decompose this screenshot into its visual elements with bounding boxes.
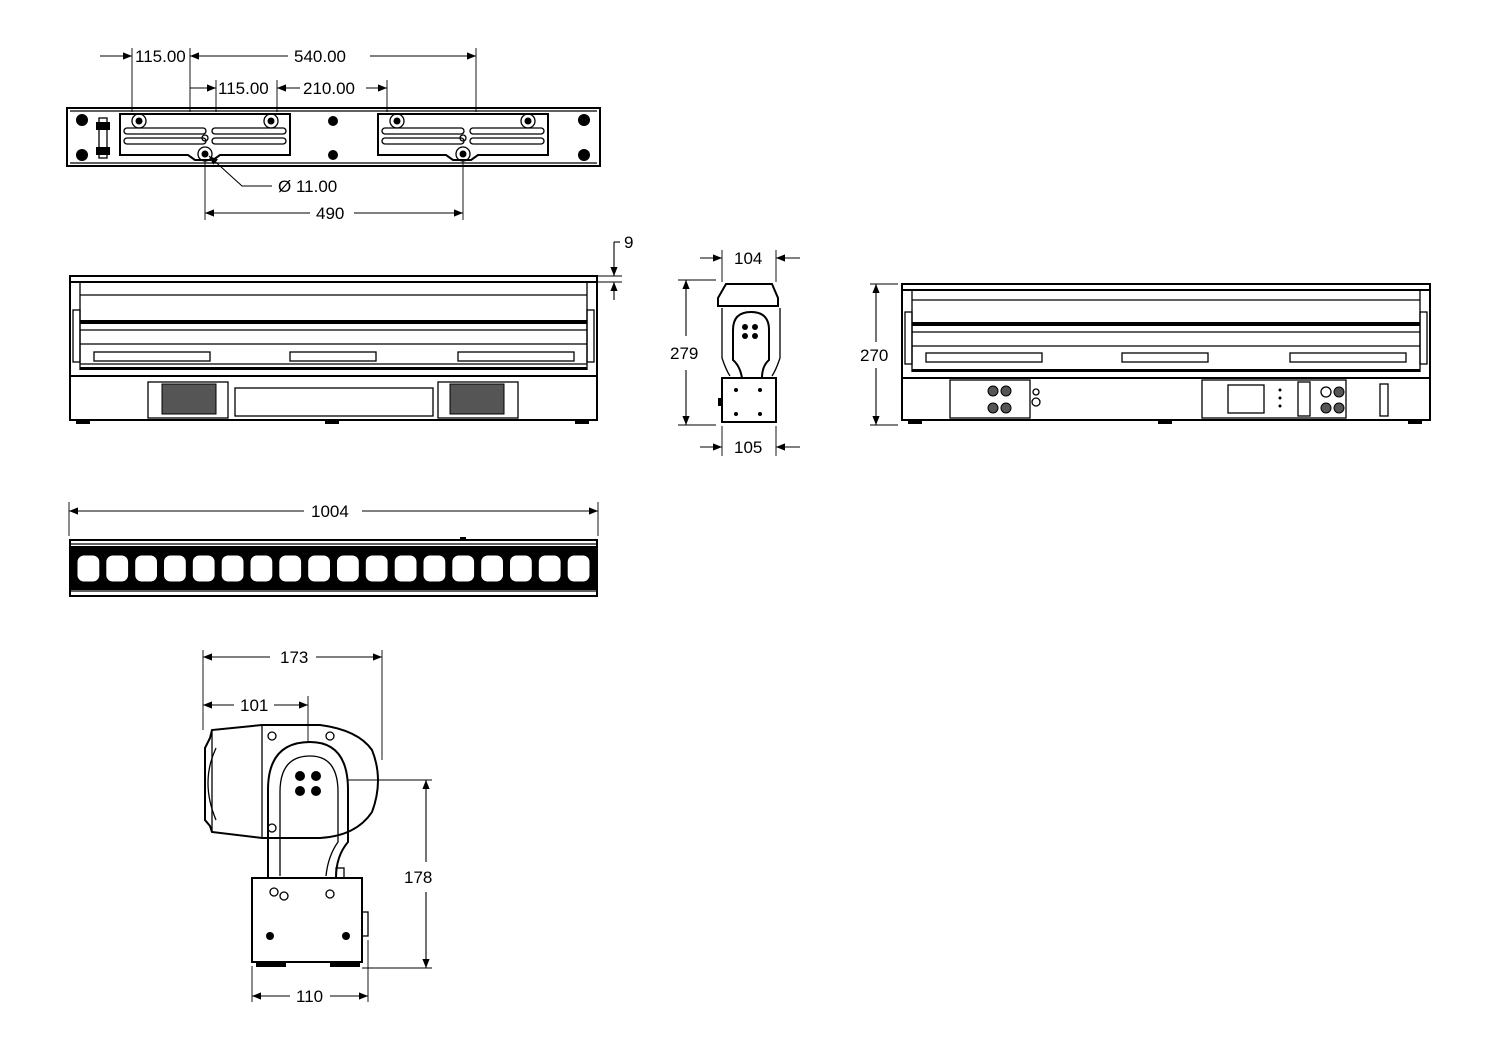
lens-icon xyxy=(249,554,274,583)
power-connector-icon xyxy=(987,385,1012,414)
side-view: 104 279 105 xyxy=(670,249,800,457)
dim-mount-span: 490 xyxy=(316,204,344,223)
bracket-right xyxy=(377,113,549,161)
dim-inner-spacing: 115.00 xyxy=(218,79,269,98)
dim-top-width: 104 xyxy=(734,249,762,268)
dim-hole-diameter: Ø 11.00 xyxy=(278,177,337,196)
data-connector-icon xyxy=(1320,386,1345,414)
dim-bracket-span: 540.00 xyxy=(294,47,346,66)
lens-icon xyxy=(422,554,447,583)
lens-icon xyxy=(191,554,216,583)
lens-icon xyxy=(307,554,332,583)
lens-icon xyxy=(76,554,101,583)
lens-icon xyxy=(566,554,591,583)
dim-outer-spacing: 115.00 xyxy=(135,47,186,66)
lens-icon xyxy=(364,554,389,583)
lens-icon xyxy=(451,554,476,583)
dim-pivot-height: 178 xyxy=(404,868,432,887)
dim-base-width: 105 xyxy=(734,438,762,457)
detail-view: 173 101 178 110 xyxy=(202,648,432,1006)
lens-icon xyxy=(163,554,187,583)
lens-icon xyxy=(134,554,158,583)
dim-base-depth: 110 xyxy=(296,987,323,1006)
lens-icon xyxy=(336,554,360,583)
lens-icon xyxy=(393,554,418,583)
dim-inner-span: 210.00 xyxy=(303,79,355,98)
top-view: 115.00 540.00 115.00 210.00 Ø 11.00 490 xyxy=(66,47,601,223)
dim-rear-height: 270 xyxy=(860,346,888,365)
lens-icon xyxy=(480,554,505,583)
dim-pivot-offset: 101 xyxy=(240,696,268,715)
lens-icon xyxy=(220,554,245,583)
rear-view: 270 xyxy=(860,283,1431,426)
dim-length: 1004 xyxy=(311,502,349,521)
front-view: 9 xyxy=(69,233,633,424)
lens-icon xyxy=(509,554,533,583)
lens-icon xyxy=(278,554,303,583)
lens-view: 1004 xyxy=(68,502,599,597)
lens-icon xyxy=(537,554,562,583)
dim-overall-depth: 173 xyxy=(280,648,308,667)
lens-array xyxy=(76,554,591,583)
lens-icon xyxy=(105,554,130,583)
dim-side-height: 279 xyxy=(670,344,698,363)
dim-lip: 9 xyxy=(624,233,633,252)
